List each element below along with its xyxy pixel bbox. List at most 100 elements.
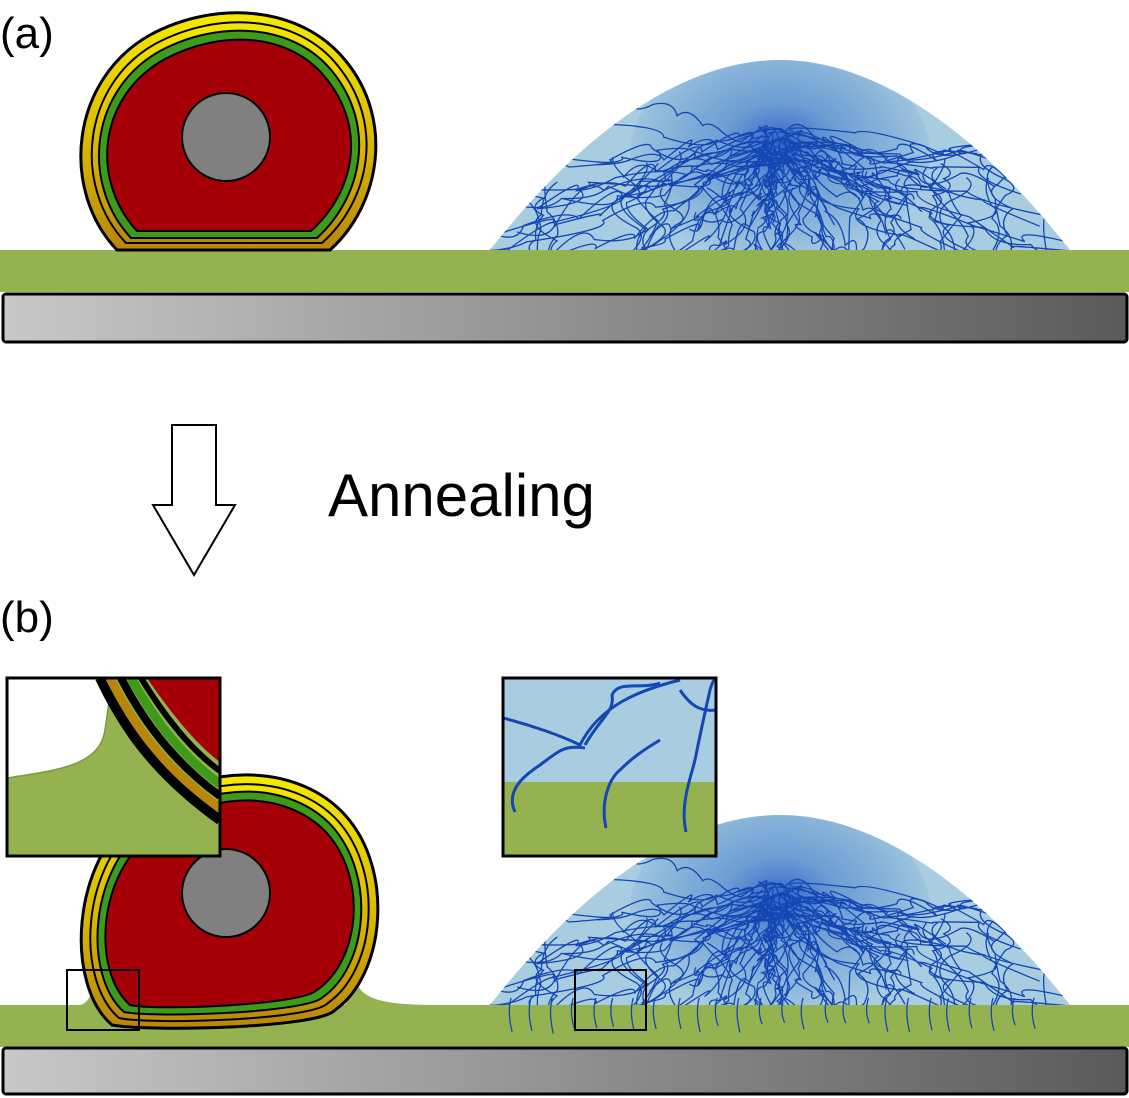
polymer-strand bbox=[765, 884, 1017, 917]
polymer-strand bbox=[856, 927, 900, 1005]
polymer-strand bbox=[631, 102, 768, 143]
particle-core-a bbox=[181, 92, 271, 182]
polymer-strand bbox=[636, 924, 673, 1005]
polymer-strand bbox=[701, 893, 777, 976]
polymer-strand bbox=[490, 918, 776, 1005]
annealing-label: Annealing bbox=[328, 462, 595, 529]
anchored-strand bbox=[758, 997, 763, 1025]
polymer-strand bbox=[642, 886, 770, 938]
polymer-strand bbox=[790, 136, 1070, 161]
anchored-strand bbox=[1031, 997, 1036, 1029]
anchored-strand bbox=[652, 997, 657, 1030]
polymer-strand bbox=[881, 154, 915, 250]
polymer-strand bbox=[612, 156, 659, 250]
polymer-strand bbox=[767, 131, 1070, 170]
anchored-strand bbox=[593, 997, 598, 1029]
polymer-strand bbox=[540, 176, 564, 250]
polymer-strand bbox=[740, 166, 791, 250]
polymer-strand bbox=[740, 921, 791, 1005]
polymer-strand bbox=[844, 942, 869, 1005]
polymer-strand bbox=[957, 932, 997, 1005]
polymer-strand bbox=[888, 178, 920, 250]
polymer-network-b bbox=[490, 848, 1070, 1005]
substrate-b bbox=[1, 1046, 1129, 1096]
anchored-strand bbox=[946, 997, 951, 1032]
polymer-strand bbox=[490, 901, 798, 963]
polymer-strand bbox=[757, 125, 770, 164]
polymer-strand bbox=[768, 158, 801, 250]
anchored-strand bbox=[610, 997, 615, 1027]
polymer-strand bbox=[986, 920, 1015, 1005]
polymer-strand bbox=[779, 912, 865, 1005]
panel-b-label: (b) bbox=[0, 593, 54, 642]
anchored-strand bbox=[508, 997, 513, 1032]
polymer-strand bbox=[696, 904, 765, 1005]
polymer-strand bbox=[517, 157, 792, 237]
polymer-strand bbox=[741, 176, 807, 250]
polymer-strand bbox=[865, 171, 892, 250]
polymer-strand bbox=[762, 161, 787, 227]
polymer-strand bbox=[696, 149, 765, 250]
polymer-strand bbox=[939, 932, 978, 1005]
polymer-strand bbox=[802, 169, 830, 250]
polymer-strand bbox=[525, 902, 788, 923]
polymer-strand bbox=[754, 916, 790, 1005]
panel-a: (a) bbox=[0, 9, 1129, 344]
polymer-strand bbox=[540, 931, 564, 1005]
panel-b: (b) bbox=[0, 593, 1129, 1096]
polymer-strand bbox=[785, 135, 936, 188]
anchored-strand bbox=[696, 997, 701, 1033]
polymer-strand bbox=[785, 890, 1070, 1005]
polymer-strand bbox=[563, 912, 788, 955]
polymer-strand bbox=[554, 889, 764, 1005]
polymer-strand bbox=[762, 895, 781, 1005]
polymer-strand bbox=[733, 164, 772, 250]
polymer-strand bbox=[607, 162, 659, 250]
polymer-strand bbox=[796, 141, 909, 207]
polymer-strand bbox=[761, 903, 1070, 999]
polymer-strand bbox=[767, 886, 1070, 925]
polymer-strand bbox=[922, 167, 984, 250]
polymer-strand bbox=[518, 180, 558, 250]
anchored-strand bbox=[906, 997, 911, 1032]
anchored-strand bbox=[781, 997, 786, 1023]
polymer-strand bbox=[631, 857, 768, 898]
polymer-strand bbox=[795, 905, 922, 946]
polymer-strand bbox=[792, 912, 947, 945]
polymer-strand bbox=[490, 146, 798, 208]
polymer-strand bbox=[517, 912, 792, 992]
anchored-strand bbox=[800, 997, 805, 1030]
polymer-strand bbox=[612, 911, 659, 1005]
polymer-strand bbox=[785, 902, 1070, 1005]
polymer-strand bbox=[888, 933, 920, 1005]
polymer-strand bbox=[764, 127, 995, 187]
polymer-strand bbox=[733, 919, 772, 1005]
polymer-strand bbox=[765, 129, 1017, 162]
polymer-strand bbox=[856, 172, 900, 250]
anchored-strand bbox=[990, 997, 995, 1031]
polymer-strand bbox=[856, 941, 890, 1005]
polymer-strand bbox=[620, 162, 673, 250]
polymer-strand bbox=[563, 157, 788, 200]
polymer-strand bbox=[931, 163, 951, 250]
panel-a-label: (a) bbox=[0, 9, 54, 58]
polymer-strand bbox=[772, 186, 809, 250]
polymer-strand bbox=[701, 138, 777, 221]
anchored-strand bbox=[968, 997, 973, 1029]
polymer-strand bbox=[765, 148, 1000, 250]
anchored-strand bbox=[630, 997, 635, 1031]
polymer-strand bbox=[790, 891, 1070, 916]
zoom-box-particle bbox=[66, 969, 140, 1031]
polymer-strand bbox=[785, 890, 936, 943]
polymer-strand bbox=[790, 942, 843, 1005]
anchored-strand bbox=[866, 997, 870, 1024]
polymer-strand bbox=[779, 157, 865, 250]
polymer-strand bbox=[778, 888, 847, 1005]
polymer-strand bbox=[785, 135, 1070, 250]
polymer-strand bbox=[715, 936, 747, 1005]
polymer-strand bbox=[979, 911, 1015, 1005]
polymer-strand bbox=[518, 935, 558, 1005]
polymer-strand bbox=[783, 140, 915, 206]
polymer-strand bbox=[795, 150, 922, 191]
anchored-strand bbox=[677, 997, 682, 1030]
